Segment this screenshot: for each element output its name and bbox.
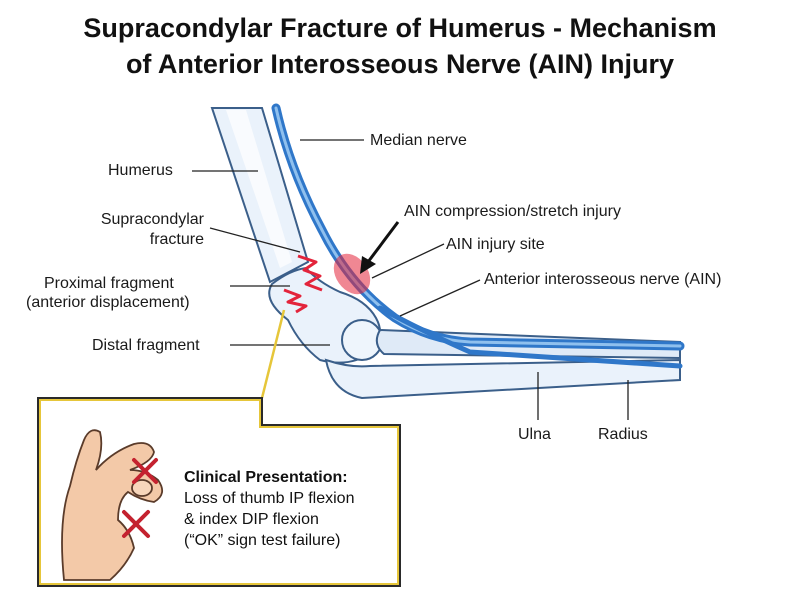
fracture-line-lower — [283, 288, 308, 314]
fracture-line-upper — [297, 254, 323, 292]
leader-lines — [192, 139, 629, 420]
label-humerus: Humerus — [108, 162, 173, 179]
clinical-line-2: & index DIP flexion — [184, 511, 319, 528]
label-ain-compression: AIN compression/stretch injury — [404, 203, 621, 220]
label-ain-site: AIN injury site — [446, 236, 545, 253]
label-ulna: Ulna — [518, 426, 551, 443]
callout-connector — [260, 309, 286, 399]
label-supracondylar-1: Supracondylar — [100, 211, 204, 228]
x-mark-thumb — [132, 458, 158, 484]
label-ain-nerve: Anterior interosseous nerve (AIN) — [484, 271, 722, 288]
clinical-line-1: Loss of thumb IP flexion — [184, 490, 355, 507]
label-proximal-fragment: Proximal fragment — [44, 275, 174, 292]
clinical-line-3: (“OK” sign test failure) — [184, 532, 341, 549]
title-line-2: of Anterior Interosseous Nerve (AIN) Inj… — [125, 49, 675, 79]
label-distal-fragment: Distal fragment — [92, 337, 200, 354]
injury-arrow — [366, 221, 400, 263]
label-median-nerve: Median nerve — [370, 132, 467, 149]
ain-branch — [377, 305, 683, 369]
label-supracondylar-2: fracture — [149, 231, 204, 248]
ulna-bone — [324, 358, 681, 400]
label-radius: Radius — [598, 426, 648, 443]
title-line-1: Supracondylar Fracture of Humerus - Mech… — [83, 13, 717, 43]
ain-injury-site — [333, 253, 371, 295]
hand-ok-sign — [61, 429, 164, 581]
clinical-heading: Clinical Presentation: — [184, 469, 348, 486]
label-proximal-detail: (anterior displacement) — [26, 294, 190, 311]
clinical-presentation: Clinical Presentation: Loss of thumb IP … — [184, 467, 354, 551]
x-mark-index — [122, 510, 150, 538]
